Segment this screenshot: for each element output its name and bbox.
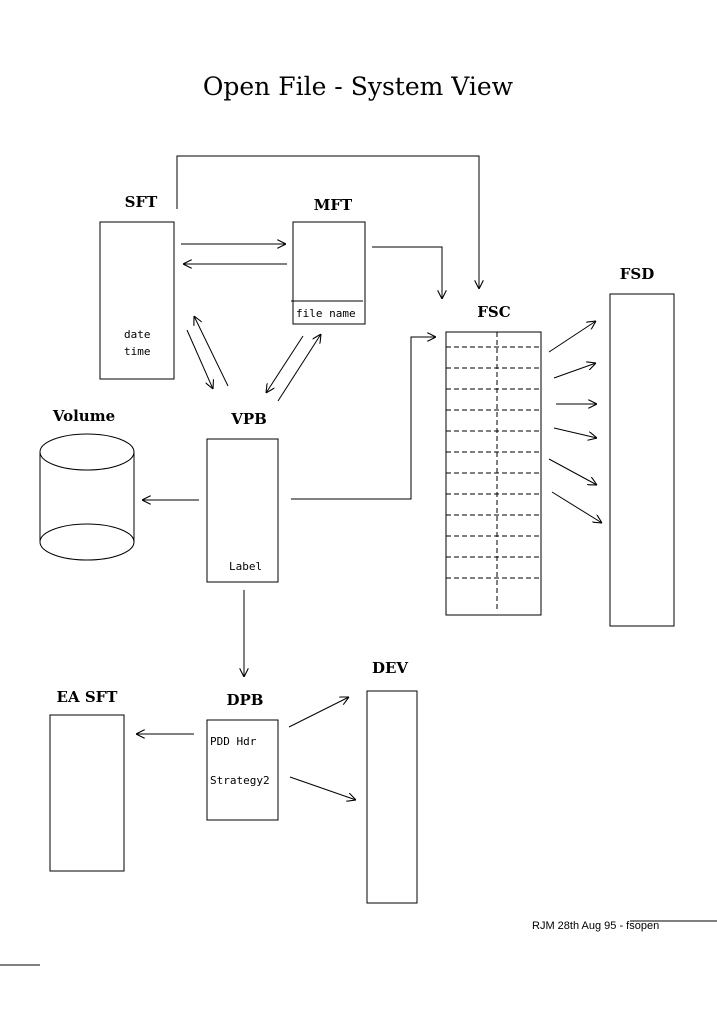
arrow-sft-to-fsc: [176, 155, 479, 289]
mft-box: [292, 221, 366, 325]
mft-field-file-name: file name: [296, 307, 356, 320]
connectors: [136, 155, 602, 800]
arrow-dpb-to-dev-1: [288, 697, 349, 728]
arrow-sft-to-vpb: [186, 329, 213, 389]
vpb-field-label: Label: [229, 560, 262, 573]
arrow-vpb-to-mft: [277, 334, 321, 402]
vpb-label: VPB: [230, 410, 267, 428]
dpb-field-strategy2: Strategy2: [210, 774, 270, 787]
arrow-mft-to-fsc: [372, 246, 442, 299]
diagram-title: Open File - System View: [203, 72, 514, 101]
sft-field-date: date: [124, 328, 151, 341]
sft-box: [99, 221, 175, 380]
volume-cylinder-icon: [39, 433, 135, 561]
ea-sft-box: [49, 714, 125, 872]
dev-box: [366, 690, 418, 904]
arrow-vpb-to-sft: [194, 316, 229, 387]
vpb-box: [206, 438, 279, 583]
dev-label: DEV: [372, 659, 408, 677]
footer-text: RJM 28th Aug 95 - fsopen: [532, 920, 659, 932]
arrow-fsc-to-fsd-1: [548, 321, 596, 353]
fsc-label: FSC: [477, 303, 510, 321]
arrow-mft-to-vpb: [266, 335, 304, 393]
dpb-label: DPB: [227, 691, 264, 709]
dpb-box: [206, 719, 279, 821]
ea-sft-label: EA SFT: [57, 688, 119, 706]
fsc-table-lines: [446, 332, 541, 612]
arrow-vpb-to-fsc: [291, 337, 436, 500]
mft-label: MFT: [314, 196, 353, 214]
sft-label: SFT: [125, 193, 158, 211]
fsd-label: FSD: [620, 265, 655, 283]
arrow-fsc-to-fsd-2: [553, 363, 596, 379]
dpb-field-pdd-hdr: PDD Hdr: [210, 735, 257, 748]
arrow-fsc-to-fsd-6: [551, 491, 602, 523]
arrow-fsc-to-fsd-4: [553, 427, 597, 438]
arrow-fsc-to-fsd-5: [548, 458, 597, 485]
sft-field-time: time: [124, 345, 151, 358]
fsd-box: [609, 293, 675, 627]
volume-label: Volume: [52, 407, 115, 425]
arrow-dpb-to-dev-2: [289, 776, 356, 800]
